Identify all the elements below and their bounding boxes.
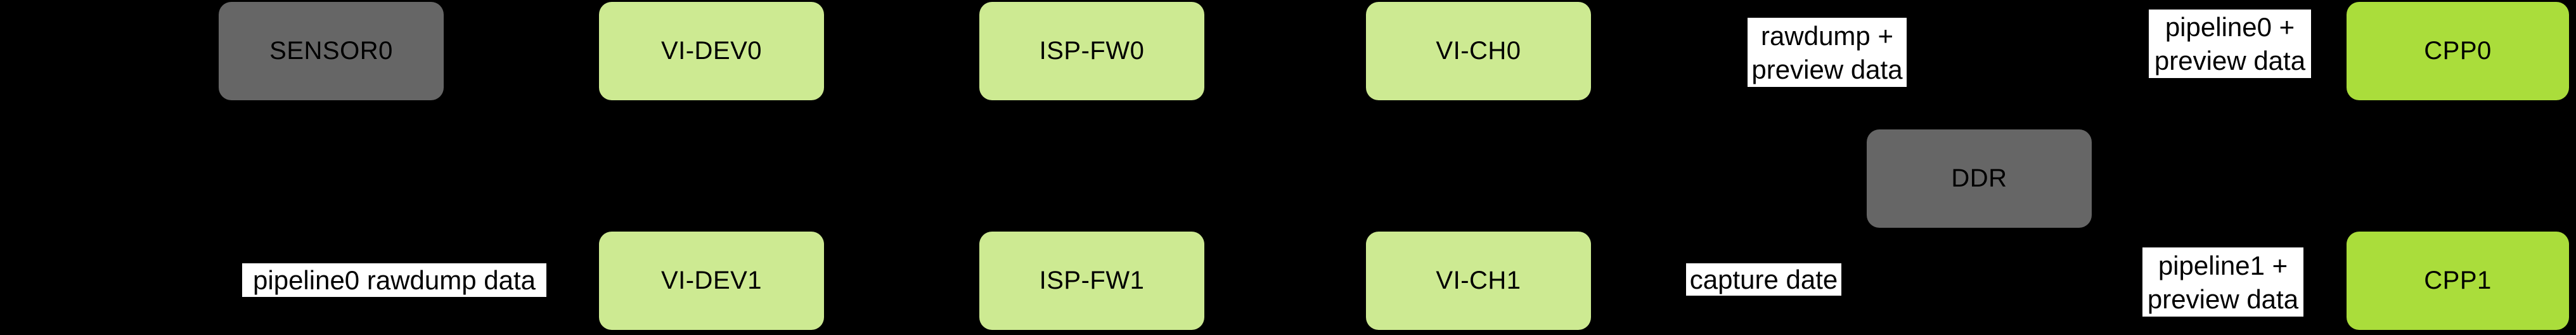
flow-label-line: rawdump + xyxy=(1761,20,1893,51)
node-vi-dev0: VI-DEV0 xyxy=(599,2,824,100)
flow-label-pipeline0-rawdump-data: pipeline0 rawdump data xyxy=(242,263,546,297)
flow-label-line: capture date xyxy=(1689,265,1838,294)
flow-label-line: preview data xyxy=(2147,284,2299,314)
flow-label-pipeline0-preview-data: pipeline0 + preview data xyxy=(2149,10,2311,78)
node-sensor0: SENSOR0 xyxy=(219,2,444,100)
node-vi-dev0-label: VI-DEV0 xyxy=(660,37,763,65)
node-vi-ch1: VI-CH1 xyxy=(1366,232,1591,330)
node-ddr: DDR xyxy=(1867,129,2092,228)
node-vi-ch1-label: VI-CH1 xyxy=(1436,266,1521,294)
flow-label-pipeline1-preview-data: pipeline1 + preview data xyxy=(2142,247,2303,317)
node-ddr-label: DDR xyxy=(1951,164,2007,192)
node-vi-dev1-label: VI-DEV1 xyxy=(660,266,763,294)
flow-label-line: pipeline0 rawdump data xyxy=(253,265,536,295)
node-vi-ch0-label: VI-CH0 xyxy=(1436,37,1521,65)
node-isp-fw1-label: ISP-FW1 xyxy=(1039,266,1145,294)
flow-label-rawdump-preview-data: rawdump + preview data xyxy=(1748,18,1907,87)
node-isp-fw0-label: ISP-FW0 xyxy=(1039,37,1145,65)
flow-label-line: preview data xyxy=(2154,46,2306,76)
node-isp-fw1: ISP-FW1 xyxy=(979,232,1204,330)
node-cpp0: CPP0 xyxy=(2347,2,2569,100)
node-isp-fw0: ISP-FW0 xyxy=(979,2,1204,100)
node-vi-dev1: VI-DEV1 xyxy=(599,232,824,330)
flow-label-line: pipeline0 + xyxy=(2165,12,2295,42)
node-sensor0-label: SENSOR0 xyxy=(269,37,393,65)
flow-label-line: pipeline1 + xyxy=(2158,250,2288,280)
flow-label-capture-date: capture date xyxy=(1686,263,1841,296)
flow-label-line: preview data xyxy=(1751,54,1903,84)
node-cpp1-label: CPP1 xyxy=(2424,266,2492,294)
node-vi-ch0: VI-CH0 xyxy=(1366,2,1591,100)
node-cpp0-label: CPP0 xyxy=(2424,37,2492,65)
node-cpp1: CPP1 xyxy=(2347,232,2569,330)
